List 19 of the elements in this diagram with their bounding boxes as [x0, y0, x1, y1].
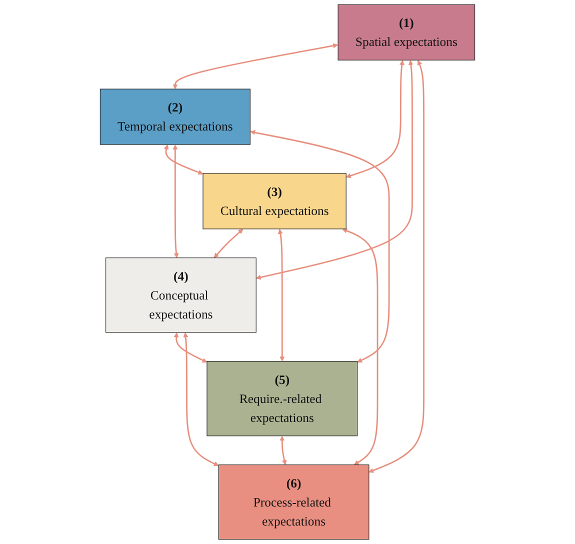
node-box: (3) Cultural expectations	[202, 173, 346, 230]
arrow	[174, 332, 208, 363]
arrow	[250, 130, 390, 363]
node-box: (2) Temporal expectations	[100, 88, 250, 145]
node-box: (6) Process-related expectations	[218, 464, 370, 540]
node-box: (4) Conceptual expectations	[106, 258, 256, 333]
arrow	[183, 332, 219, 466]
arrow	[342, 228, 378, 466]
node-box: (5) Require.-related expectations	[206, 361, 358, 436]
arrow	[278, 228, 285, 362]
arrow	[256, 60, 414, 280]
arrow	[164, 144, 204, 175]
arrow	[368, 60, 424, 473]
arrow	[172, 43, 338, 90]
arrow	[280, 436, 287, 466]
node-box: (1) Spatial expectations	[338, 4, 476, 60]
arrow	[214, 228, 244, 258]
arrow	[346, 60, 404, 178]
arrow	[172, 144, 179, 258]
